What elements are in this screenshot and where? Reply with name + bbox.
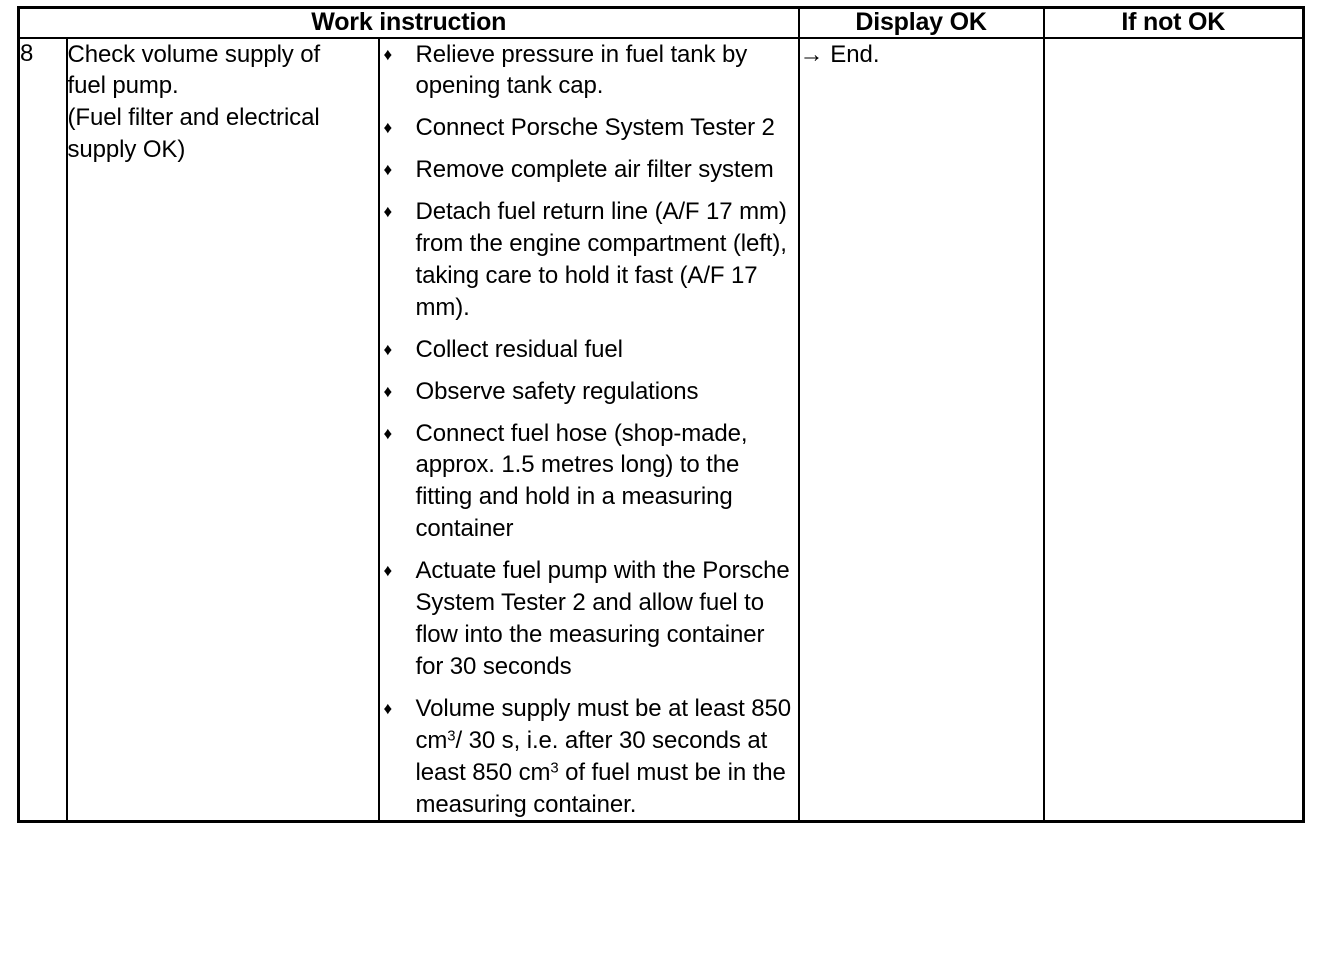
list-item: ♦ Volume supply must be at least 850 cm3… [380,693,798,821]
step-text: Detach fuel return line (A/F 17 mm) from… [415,198,787,321]
column-header-work-instruction: Work instruction [17,6,800,39]
table-row: 8 Check volume supply of fuel pump. (Fue… [17,36,1305,823]
diamond-bullet-icon: ♦ [383,160,393,180]
diamond-bullet-icon: ♦ [383,381,393,401]
step-text: Remove complete air filter system [415,156,774,184]
description-line: (Fuel filter and electrical [67,104,320,132]
diamond-bullet-icon: ♦ [383,44,393,64]
description-line: fuel pump. [67,72,179,100]
superscript-cubic: 3 [447,727,456,744]
volume-prefix: Volume supply must be at least 850 cm [415,694,792,754]
list-item: ♦ Connect Porsche System Tester 2 [380,112,798,144]
work-instruction-table: Work instruction Display OK If not OK 8 … [17,6,1306,824]
list-item: ♦ Collect residual fuel [380,334,798,366]
task-description-cell: Check volume supply of fuel pump. (Fuel … [65,36,380,823]
column-header-display-ok: Display OK [797,6,1045,39]
diamond-bullet-icon: ♦ [383,202,393,222]
diamond-bullet-icon: ♦ [383,561,393,581]
step-text: Collect residual fuel [415,335,623,363]
step-text: Relieve pressure in fuel tank by opening… [415,40,748,100]
list-item: ♦ Observe safety regulations [380,376,798,408]
list-item: ♦ Detach fuel return line (A/F 17 mm) fr… [380,196,798,324]
step-number-cell: 8 [17,36,68,823]
step-text: Connect fuel hose (shop-made, approx. 1.… [415,419,748,543]
list-item: ♦ Actuate fuel pump with the Porsche Sys… [380,555,798,683]
list-item: ♦ Connect fuel hose (shop-made, approx. … [380,418,798,546]
diamond-bullet-icon: ♦ [383,339,393,359]
step-text-volume: Volume supply must be at least 850 cm3/ … [416,693,798,821]
table-body: 8 Check volume supply of fuel pump. (Fue… [17,36,1305,823]
procedure-step-list: ♦ Relieve pressure in fuel tank by openi… [380,39,798,821]
if-not-ok-cell [1042,36,1305,823]
column-header-if-not-ok: If not OK [1042,6,1305,39]
header-row: Work instruction Display OK If not OK [17,6,1305,39]
step-text: Actuate fuel pump with the Porsche Syste… [415,557,790,680]
volume-middle: / 30 s, i.e. after 30 seconds at least 8… [415,726,768,786]
diamond-bullet-icon: ♦ [383,423,393,443]
diamond-bullet-icon: ♦ [383,698,393,718]
description-line: supply OK) [67,136,186,164]
step-text: Connect Porsche System Tester 2 [415,114,775,142]
list-item: ♦ Relieve pressure in fuel tank by openi… [380,39,798,103]
step-text: Observe safety regulations [415,377,699,405]
table-header: Work instruction Display OK If not OK [17,6,1305,39]
procedure-steps-cell: ♦ Relieve pressure in fuel tank by openi… [377,36,800,823]
list-item: ♦ Remove complete air filter system [380,154,798,186]
volume-suffix: of fuel must be in the measuring contain… [415,758,786,818]
display-ok-cell: → End. [797,36,1045,823]
description-line: Check volume supply of [67,40,321,68]
diamond-bullet-icon: ♦ [383,118,393,138]
superscript-cubic: 3 [550,759,559,776]
